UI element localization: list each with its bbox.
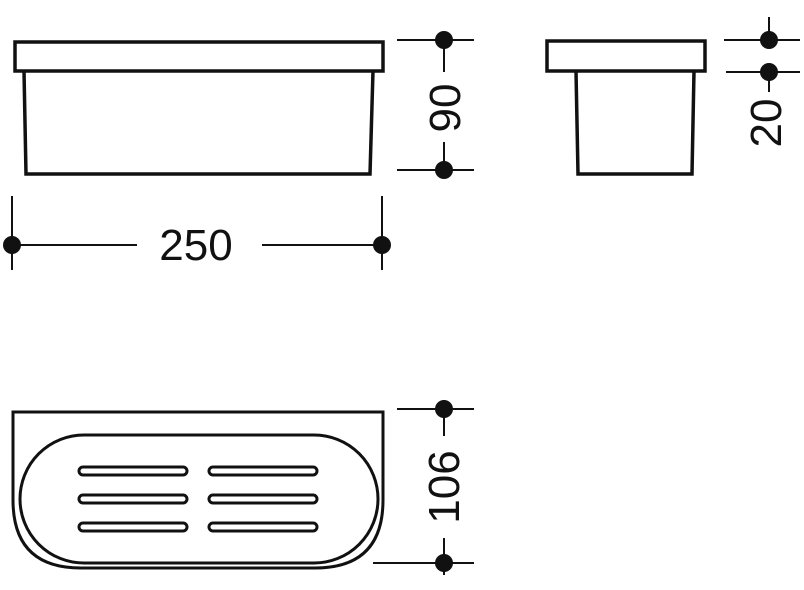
rim-label: 20 (742, 99, 791, 148)
height-label: 90 (421, 84, 470, 133)
front-view (13, 40, 385, 176)
depth-dimension: 106 (373, 400, 474, 575)
top-view (11, 410, 385, 570)
depth-label: 106 (420, 450, 469, 523)
drain-slots (77, 465, 319, 533)
width-dimension: 250 (3, 196, 391, 270)
width-label: 250 (159, 221, 232, 270)
rim-dimension: 20 (724, 17, 800, 147)
side-view (545, 39, 707, 176)
height-dimension: 90 (397, 31, 474, 179)
